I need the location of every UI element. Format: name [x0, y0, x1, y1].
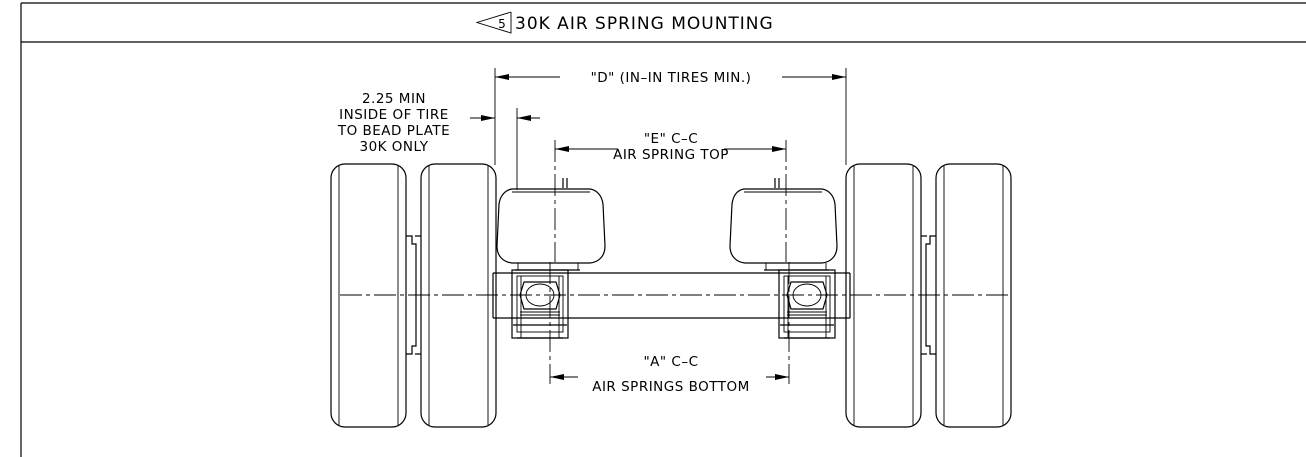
page-title: 30K AIR SPRING MOUNTING: [515, 14, 774, 34]
dimension-e-sublabel: AIR SPRING TOP: [613, 147, 729, 163]
callout-flag-icon: [475, 11, 512, 34]
note-line-2: INSIDE OF TIRE: [339, 107, 449, 123]
note-line-1: 2.25 MIN: [362, 91, 426, 107]
bead-plate-note: 2.25 MIN INSIDE OF TIRE TO BEAD PLATE 30…: [337, 91, 450, 155]
axle-tube: [492, 272, 851, 319]
right-air-spring: [729, 178, 838, 271]
dimension-e: "E" C–C AIR SPRING TOP: [555, 131, 786, 163]
dimension-bead-plate: [470, 108, 540, 190]
dimension-e-label: "E" C–C: [644, 131, 698, 147]
title-block: 5 30K AIR SPRING MOUNTING: [475, 11, 774, 34]
left-air-spring: [496, 178, 606, 271]
left-outer-tire: [330, 163, 407, 428]
note-line-3: TO BEAD PLATE: [337, 123, 450, 139]
callout-number: 5: [498, 17, 506, 31]
dimension-a-sublabel: AIR SPRINGS BOTTOM: [592, 379, 750, 395]
right-outer-tire: [935, 163, 1012, 428]
dimension-a: "A" C–C AIR SPRINGS BOTTOM: [550, 354, 789, 395]
drawing-frame: [20, 2, 1306, 457]
note-line-4: 30K ONLY: [359, 139, 428, 155]
right-inner-tire: [845, 163, 922, 428]
dimension-d: "D" (IN–IN TIRES MIN.): [494, 68, 847, 165]
dimension-a-label: "A" C–C: [643, 354, 698, 370]
right-wheel-hub: [921, 235, 936, 355]
dimension-d-label: "D" (IN–IN TIRES MIN.): [591, 70, 752, 86]
left-wheel-hub: [406, 235, 421, 355]
left-beam-bracket: [511, 269, 569, 339]
left-inner-tire: [420, 163, 497, 428]
right-beam-bracket: [778, 269, 836, 339]
